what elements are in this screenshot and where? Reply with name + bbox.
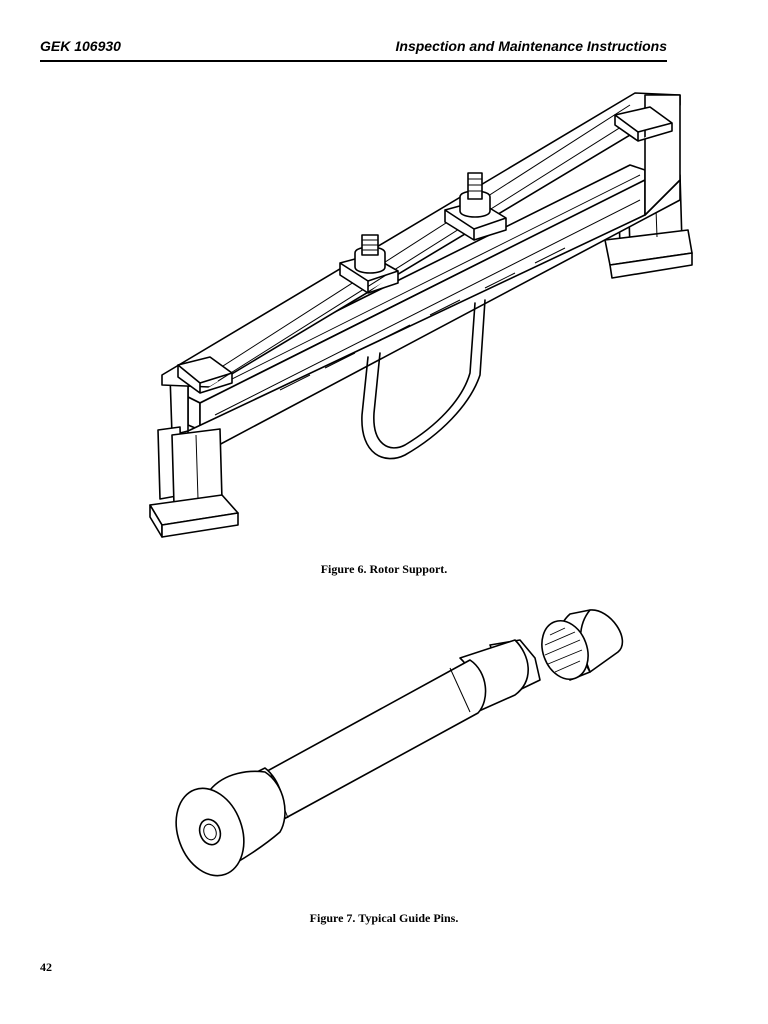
guide-pin-cap (541, 609, 624, 681)
left-leg (149, 426, 239, 538)
top-pad-left (177, 356, 233, 394)
rotor-support-illustration (149, 92, 693, 538)
top-pad-right (614, 106, 673, 142)
page-header: GEK 106930 Inspection and Maintenance In… (40, 36, 667, 62)
bolt-right (444, 172, 507, 241)
guide-pins-illustration (175, 609, 624, 877)
beam (161, 92, 681, 456)
document-title: Inspection and Maintenance Instructions (395, 38, 667, 54)
document-id: GEK 106930 (40, 38, 121, 54)
figure-6-caption: Figure 6. Rotor Support. (320, 562, 448, 576)
figure-7-caption: Figure 7. Typical Guide Pins. (309, 911, 459, 925)
guide-pin-collar (175, 770, 286, 877)
u-rod (361, 299, 486, 460)
bolt-left (339, 234, 399, 294)
page-number: 42 (40, 960, 52, 974)
